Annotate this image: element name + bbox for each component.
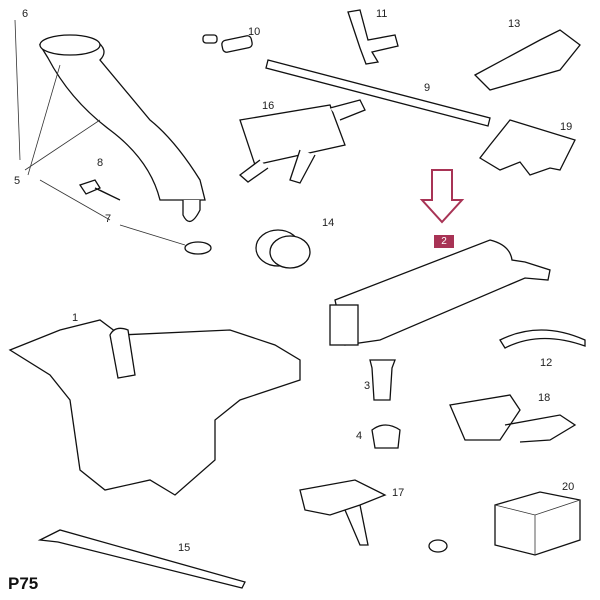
label-12: 12 <box>540 357 553 369</box>
label-11: 11 <box>376 8 388 20</box>
label-18: 18 <box>538 392 551 404</box>
label-7: 7 <box>105 213 112 225</box>
label-20: 20 <box>562 481 575 493</box>
label-4: 4 <box>356 430 363 442</box>
part-cable-tie-15 <box>37 529 246 589</box>
part-filter-3 <box>369 359 396 401</box>
label-6: 6 <box>22 8 29 20</box>
label-1: 1 <box>72 312 79 324</box>
part-relay-20 <box>494 491 581 556</box>
label-10: 10 <box>248 26 261 38</box>
label-8: 8 <box>97 157 104 169</box>
label-3: 3 <box>364 380 371 392</box>
label-19: 19 <box>560 121 573 133</box>
part-nozzle-17 <box>299 479 387 546</box>
label-5: 5 <box>14 175 21 187</box>
part-valve-16 <box>239 104 346 166</box>
page-code: P75 <box>8 574 39 593</box>
part-pipe-9 <box>265 59 491 127</box>
highlight-arrow <box>419 169 465 224</box>
part-bracket-19 <box>479 119 576 176</box>
label-14: 14 <box>322 217 335 229</box>
part-pump-2 <box>334 239 551 346</box>
label-15: 15 <box>178 542 191 554</box>
label-2-highlighted: 2 <box>434 235 454 248</box>
label-16: 16 <box>262 100 275 112</box>
label-9: 9 <box>424 82 431 94</box>
part-grommet-4 <box>371 424 401 449</box>
part-hose-12 <box>499 329 586 349</box>
part-nozzle-18 <box>449 394 577 443</box>
part-t-piece-11 <box>347 9 399 65</box>
part-hose-10 <box>221 35 253 53</box>
label-13: 13 <box>508 18 521 30</box>
part-nut <box>428 539 448 553</box>
part-filler-neck <box>38 39 206 201</box>
part-screw-8 <box>78 179 121 201</box>
label-17: 17 <box>392 487 405 499</box>
part-reservoir-1 <box>8 319 301 496</box>
part-connector-13 <box>473 29 581 91</box>
part-washer-7 <box>184 241 212 255</box>
